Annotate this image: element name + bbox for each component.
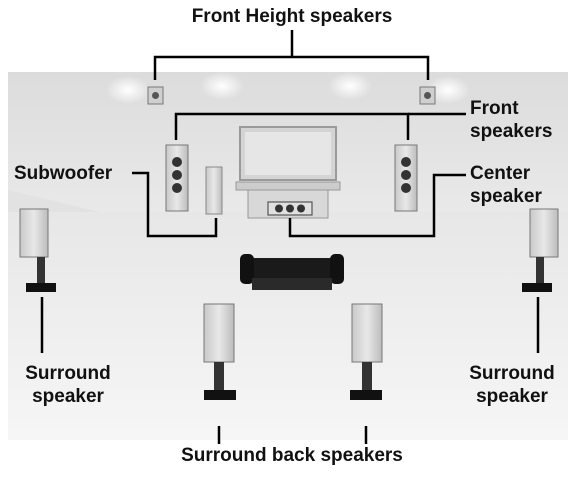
ceiling-light-3 — [328, 72, 372, 100]
tv-stand — [236, 182, 340, 190]
center-speaker — [268, 202, 312, 215]
sofa — [240, 254, 344, 290]
label-surround-speaker-left: Surround speaker — [4, 362, 132, 408]
ceiling-light-2 — [200, 72, 244, 100]
label-center-speaker: Center speaker — [470, 162, 570, 208]
front-speaker-left — [166, 145, 188, 211]
front-height-speaker-left — [148, 87, 163, 104]
label-surround-speaker-right: Surround speaker — [448, 362, 576, 408]
label-front-height-speakers: Front Height speakers — [176, 5, 408, 28]
label-front-speakers: Front speakers — [470, 97, 570, 143]
label-surround-back-speakers: Surround back speakers — [150, 444, 434, 467]
front-height-speaker-right — [420, 87, 435, 104]
subwoofer — [206, 167, 222, 214]
ceiling-light-1 — [106, 76, 150, 104]
television — [240, 127, 336, 180]
front-speaker-right — [395, 145, 417, 211]
label-subwoofer: Subwoofer — [14, 162, 132, 185]
